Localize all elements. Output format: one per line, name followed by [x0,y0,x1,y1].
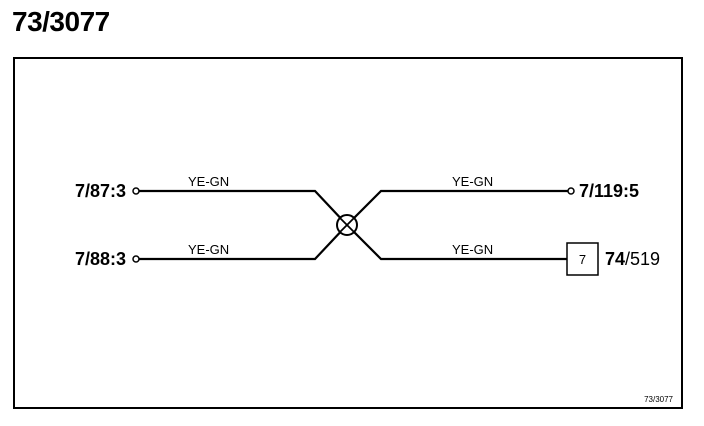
wire-color-label: YE-GN [452,242,493,257]
connector-label-suffix: /519 [625,249,660,269]
page-title: 73/3077 [12,6,110,37]
wire-color-label: YE-GN [188,174,229,189]
terminal-label-88: 7/88:3 [75,249,126,269]
wire-color-label: YE-GN [452,174,493,189]
connector-label-74-519: 74/519 [605,249,660,269]
terminal-label-87: 7/87:3 [75,181,126,201]
wire-color-label: YE-GN [188,242,229,257]
footer-reference: 73/3077 [644,395,673,404]
terminal-label-119: 7/119:5 [579,181,639,201]
splice-crossing-icon [336,214,358,236]
terminal-87-icon [132,187,140,195]
diagram-frame [13,57,683,409]
terminal-119-icon [567,187,575,195]
connector-pin-number: 7 [579,252,586,267]
connector-label-main: 74 [605,249,625,269]
terminal-88-icon [132,255,140,263]
connector-box-74 [566,242,599,276]
